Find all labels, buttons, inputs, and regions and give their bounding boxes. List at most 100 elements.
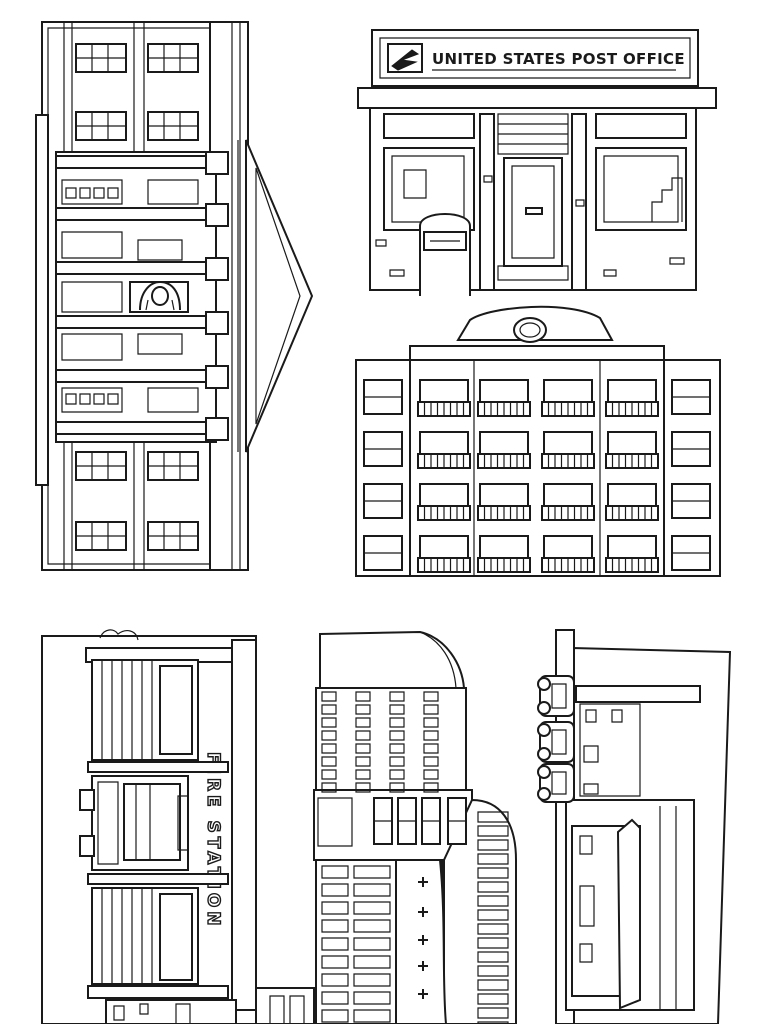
tower-window xyxy=(354,1010,390,1022)
curved-wing-window xyxy=(478,994,508,1004)
bank-pediment xyxy=(238,140,312,452)
tower-window xyxy=(424,731,438,740)
garage-door-top xyxy=(92,660,198,760)
curved-wing-window xyxy=(478,980,508,990)
bank-windows-top xyxy=(76,44,198,140)
tower-window xyxy=(322,1010,348,1022)
tower-window xyxy=(322,956,348,968)
tower-window xyxy=(390,783,404,792)
tower-window xyxy=(354,884,390,896)
post-office-canopy xyxy=(358,88,716,108)
post-office-sign-board xyxy=(372,30,698,86)
usps-eagle-logo xyxy=(388,44,422,72)
tower-window xyxy=(424,705,438,714)
rooftop-cars xyxy=(538,676,574,802)
apartment-window xyxy=(544,536,592,558)
post-office-building: UNITED STATES POST OFFICE xyxy=(358,30,716,296)
apartment-window xyxy=(608,432,656,454)
tower-window xyxy=(354,902,390,914)
tower-window xyxy=(390,744,404,753)
tower-window xyxy=(322,770,336,779)
apartment-window xyxy=(480,536,528,558)
tower-window xyxy=(424,757,438,766)
tower-window xyxy=(356,770,370,779)
apartment-window xyxy=(544,432,592,454)
fire-station-sign: FIRE STATION xyxy=(203,752,223,930)
curved-wing-window xyxy=(478,952,508,962)
apartment-windows xyxy=(364,380,710,572)
tower-window xyxy=(424,783,438,792)
curved-wing-window xyxy=(478,840,508,850)
tower-window xyxy=(356,744,370,753)
curved-wing-window xyxy=(478,1008,508,1018)
tower-window xyxy=(322,744,336,753)
tower-window xyxy=(322,692,336,701)
curved-wing-window xyxy=(478,924,508,934)
apartment-window xyxy=(420,380,468,402)
curved-wing-window xyxy=(478,854,508,864)
tower-window xyxy=(356,692,370,701)
apartment-window xyxy=(480,380,528,402)
tower-window xyxy=(424,770,438,779)
curved-wing-window xyxy=(478,938,508,948)
curved-wing-window xyxy=(478,896,508,906)
tower-window xyxy=(354,866,390,878)
tower-window xyxy=(354,974,390,986)
tower-window xyxy=(354,956,390,968)
tower-window xyxy=(322,866,348,878)
tower-window xyxy=(356,783,370,792)
tower-window xyxy=(322,902,348,914)
bank-building xyxy=(36,22,312,570)
curved-wing-window xyxy=(478,826,508,836)
tower-window xyxy=(354,938,390,950)
mailbox xyxy=(420,214,470,296)
post-office-door xyxy=(498,114,568,280)
tower-window xyxy=(322,731,336,740)
fire-station-building: FIRE STATION xyxy=(42,630,314,1024)
tower-window xyxy=(390,692,404,701)
apartment-window xyxy=(480,432,528,454)
tower-window xyxy=(322,992,348,1004)
curved-wing-window xyxy=(478,882,508,892)
curved-wing-window xyxy=(478,910,508,920)
bank-windows-bottom xyxy=(76,452,198,550)
tower-window xyxy=(356,718,370,727)
apartment-window xyxy=(608,380,656,402)
tower-window xyxy=(322,757,336,766)
tower-window xyxy=(356,757,370,766)
apartment-window xyxy=(608,484,656,506)
tower-window xyxy=(390,718,404,727)
tower-window xyxy=(390,731,404,740)
hospital-tower xyxy=(314,632,516,1024)
tower-window xyxy=(390,757,404,766)
tower-window xyxy=(322,974,348,986)
apartment-window xyxy=(480,484,528,506)
tower-window xyxy=(322,884,348,896)
apartment-window xyxy=(544,380,592,402)
tower-window xyxy=(356,731,370,740)
curved-wing-window xyxy=(478,1022,508,1024)
garage-building xyxy=(538,630,730,1024)
tower-crosses xyxy=(418,877,428,999)
bank-portrait xyxy=(140,282,180,310)
curved-wing-window xyxy=(478,812,508,822)
curved-wing-window xyxy=(478,868,508,878)
tower-window xyxy=(322,938,348,950)
tower-window xyxy=(322,705,336,714)
apartment-window xyxy=(608,536,656,558)
bank-columns xyxy=(56,152,228,440)
tower-windows xyxy=(322,692,508,1024)
apartment-window xyxy=(420,536,468,558)
tower-window xyxy=(322,718,336,727)
apartment-building xyxy=(356,307,720,576)
fire-truck xyxy=(80,776,188,870)
tower-window xyxy=(390,770,404,779)
tower-window xyxy=(390,705,404,714)
tower-window xyxy=(356,705,370,714)
apartment-window xyxy=(544,484,592,506)
fire-station-sign-band xyxy=(232,640,256,1010)
tower-window xyxy=(322,920,348,932)
tower-window xyxy=(424,692,438,701)
